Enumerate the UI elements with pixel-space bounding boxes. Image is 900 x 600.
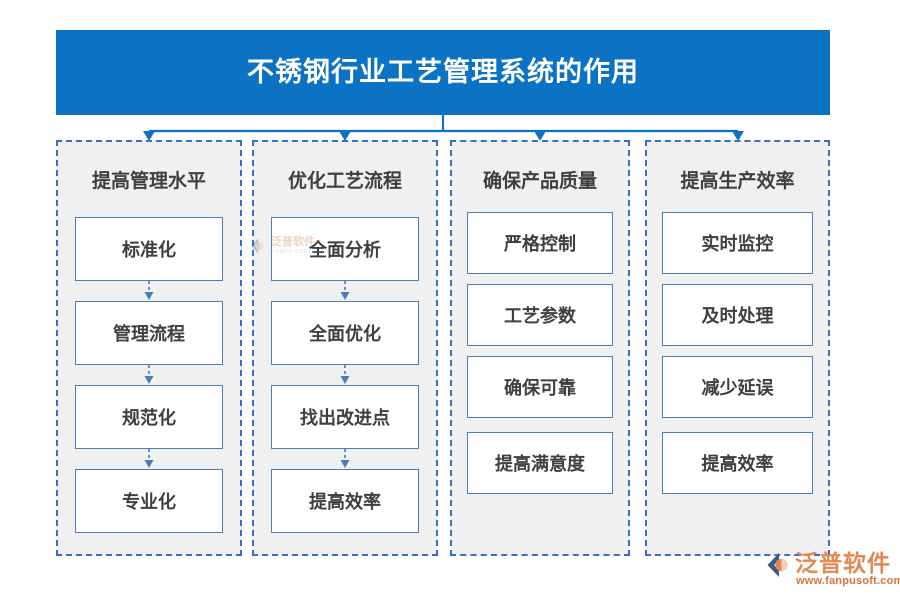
node-box[interactable]: 工艺参数 (467, 284, 613, 346)
down-arrow-icon (340, 365, 350, 384)
node-box[interactable]: 全面优化 (271, 301, 419, 365)
brand-logo: 泛普软件 www.fanpusoft.com (765, 550, 900, 591)
down-arrow-icon (144, 449, 154, 468)
node-box[interactable]: 管理流程 (75, 301, 223, 365)
node-box[interactable]: 标准化 (75, 217, 223, 281)
column-header-1: 提高管理水平 (91, 171, 206, 192)
down-arrow-icon (144, 365, 154, 384)
down-arrow-icon (340, 281, 350, 300)
node-box[interactable]: 提高效率 (662, 432, 813, 494)
node-box[interactable]: 规范化 (75, 385, 223, 449)
node-box[interactable]: 专业化 (75, 469, 223, 533)
node-box[interactable]: 严格控制 (467, 212, 613, 274)
node-box[interactable]: 及时处理 (662, 284, 813, 346)
column-panel-4: 提高生产效率 实时监控 及时处理 减少延误 提高效率 (645, 140, 830, 556)
node-box[interactable]: 确保可靠 (467, 356, 613, 418)
page-title: 不锈钢行业工艺管理系统的作用 (247, 57, 639, 87)
column-panel-3: 确保产品质量 严格控制 工艺参数 确保可靠 提高满意度 (450, 140, 630, 556)
down-arrow-icon (144, 281, 154, 300)
brand-name: 泛普软件 (795, 550, 891, 576)
column-header-4: 提高生产效率 (680, 171, 795, 192)
down-arrow-icon (340, 449, 350, 468)
diagram-title-banner: 不锈钢行业工艺管理系统的作用 (56, 30, 830, 115)
brand-url[interactable]: www.fanpusoft.com (796, 575, 900, 587)
node-box[interactable]: 实时监控 (662, 212, 813, 274)
node-box[interactable]: 提高效率 (271, 469, 419, 533)
fanpu-logo-icon (767, 553, 788, 577)
column-header-3: 确保产品质量 (482, 171, 597, 192)
node-box[interactable]: 提高满意度 (467, 432, 613, 494)
node-box[interactable]: 找出改进点 (271, 385, 419, 449)
node-box[interactable]: 减少延误 (662, 356, 813, 418)
node-box[interactable]: 全面分析 (271, 217, 419, 281)
column-header-2: 优化工艺流程 (287, 171, 402, 192)
column-panel-2: 优化工艺流程 全面分析 全面优化 找出改进点 提高效率 (252, 140, 438, 556)
column-panel-1: 提高管理水平 标准化 管理流程 规范化 专业化 (56, 140, 242, 556)
